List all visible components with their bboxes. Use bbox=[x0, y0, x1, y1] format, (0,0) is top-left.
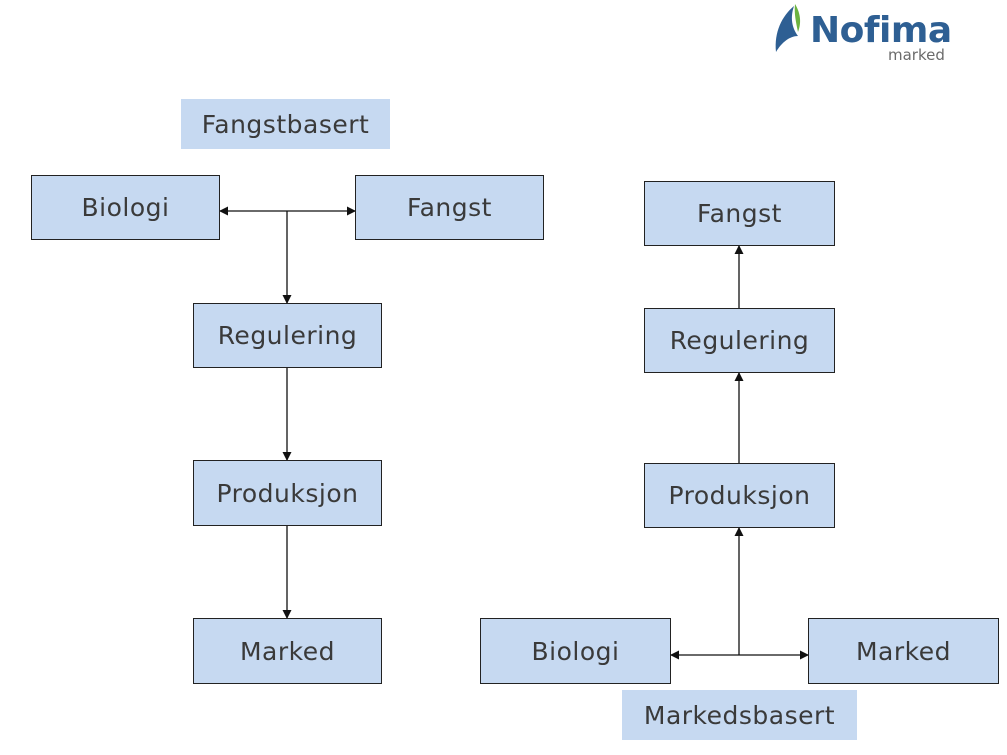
logo-wordmark: Nofima bbox=[810, 10, 952, 51]
nofima-logo: Nofima marked bbox=[768, 2, 958, 66]
right-box-fangst: Fangst bbox=[644, 181, 835, 246]
left-diagram-label: Fangstbasert bbox=[181, 99, 390, 149]
left-box-biologi: Biologi bbox=[31, 175, 220, 240]
right-box-produksjon: Produksjon bbox=[644, 463, 835, 528]
right-box-regulering: Regulering bbox=[644, 308, 835, 373]
right-box-biologi: Biologi bbox=[480, 618, 671, 684]
left-box-regulering: Regulering bbox=[193, 303, 382, 368]
left-box-marked: Marked bbox=[193, 618, 382, 684]
right-box-marked: Marked bbox=[808, 618, 999, 684]
left-box-fangst: Fangst bbox=[355, 175, 544, 240]
logo-subtitle: marked bbox=[888, 46, 945, 64]
nofima-leaf-icon bbox=[775, 4, 801, 52]
right-diagram-label: Markedsbasert bbox=[622, 690, 857, 740]
left-box-produksjon: Produksjon bbox=[193, 460, 382, 526]
